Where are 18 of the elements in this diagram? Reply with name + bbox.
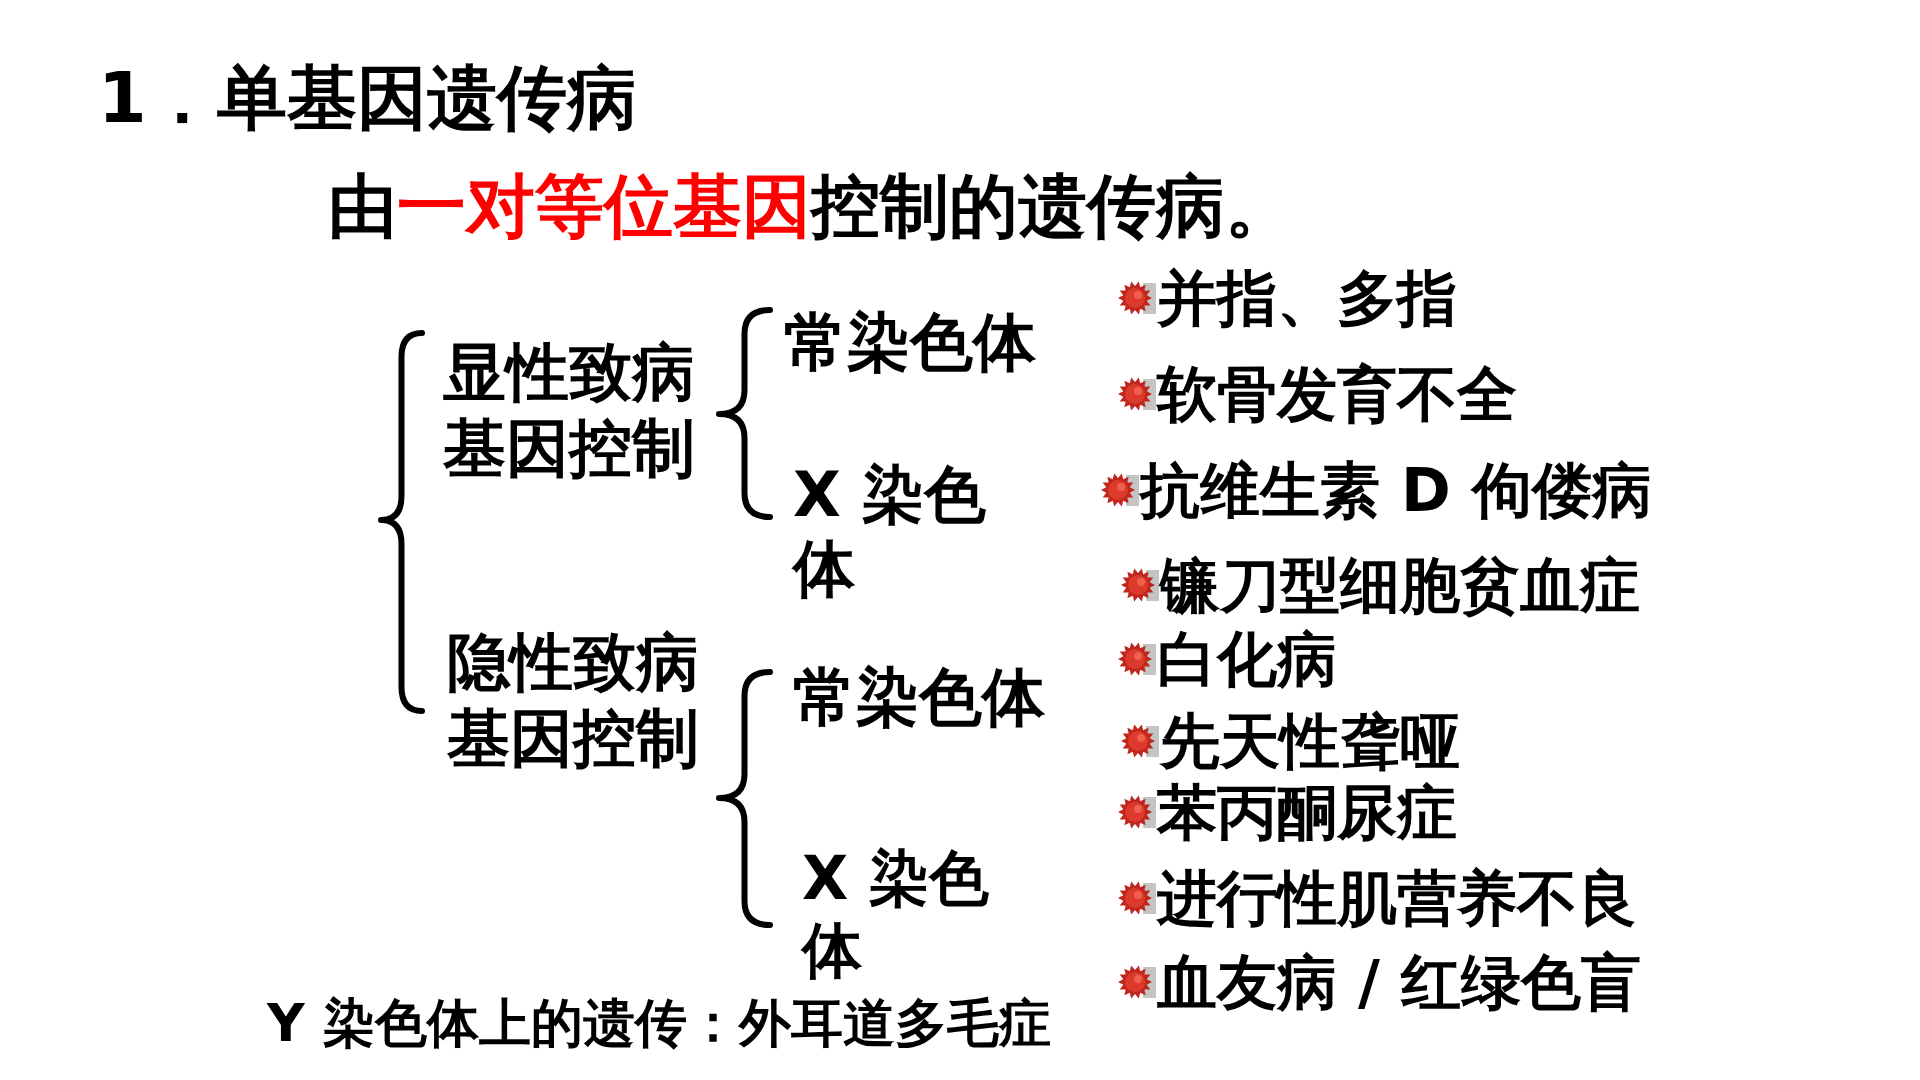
disease-item: 并指、多指 [1157, 263, 1457, 333]
category-label: 显性致病基因控制 [443, 335, 696, 487]
definition-text: 由一对等位基因控制的遗传病。 [328, 165, 1294, 248]
disease-item: 进行性肌营养不良 [1157, 863, 1637, 933]
disease-item: 白化病 [1157, 624, 1337, 694]
category-label: 隐性致病基因控制 [447, 625, 700, 777]
disease-item: 苯丙酮尿症 [1157, 777, 1457, 847]
note-text: Y 染色体上的遗传：外耳道多毛症 [267, 992, 1051, 1055]
chromosome-label: X 染色体 [802, 842, 991, 986]
disease-item: 软骨发育不全 [1157, 359, 1517, 429]
disease-item: 抗维生素 D 佝偻病 [1140, 455, 1652, 525]
chromosome-label: 常染色体 [784, 305, 1036, 381]
disease-item: 血友病 / 红绿色盲 [1157, 947, 1641, 1017]
chromosome-label: 常染色体 [793, 660, 1045, 736]
disease-item: 镰刀型细胞贫血症 [1160, 550, 1640, 620]
disease-item: 先天性聋哑 [1160, 706, 1460, 776]
chromosome-label: X 染色体 [793, 458, 988, 607]
slide-title: 1．单基因遗传病 [98, 56, 637, 140]
